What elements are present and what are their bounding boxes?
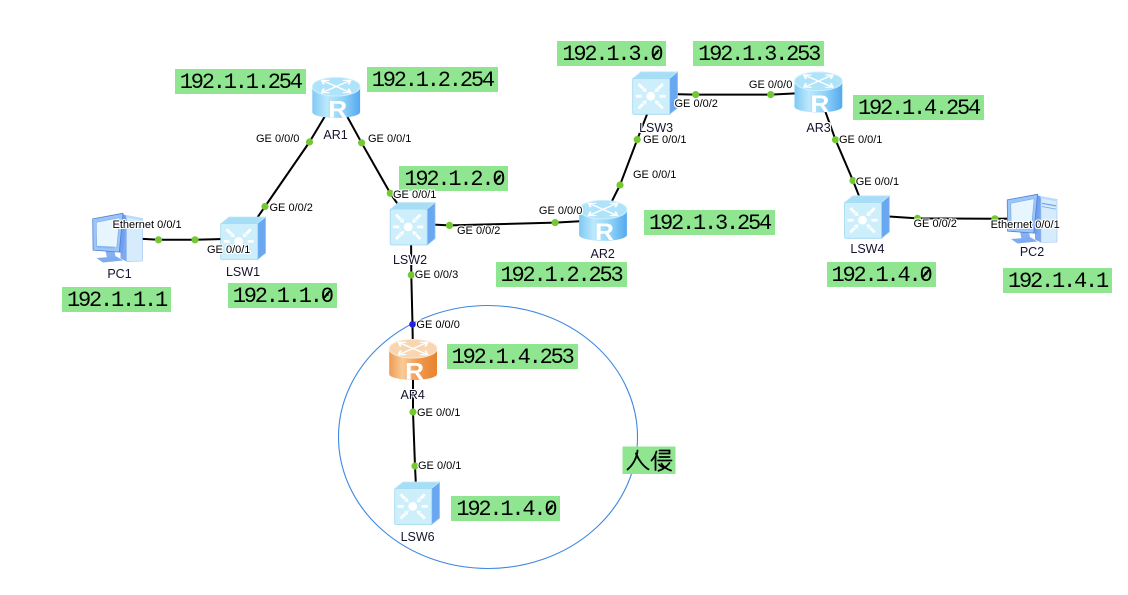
svg-text:R: R <box>405 358 424 385</box>
